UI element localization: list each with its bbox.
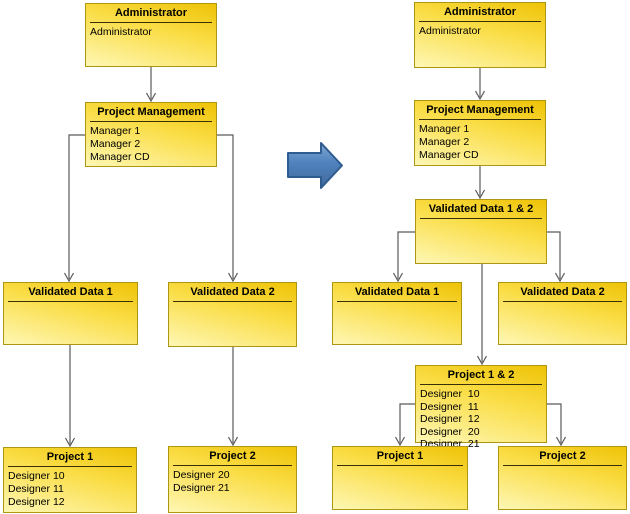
node-title: Project 1 & 2: [447, 369, 515, 381]
node-title: Project 2: [539, 450, 586, 462]
node-title: Project 1: [376, 450, 424, 462]
node-title: Project 2: [209, 450, 256, 462]
arrowhead-icon: [474, 189, 486, 200]
title-underline: [503, 301, 622, 302]
member-label: Designer 11: [420, 400, 479, 413]
arrowhead-icon: [474, 90, 486, 101]
title-underline: [337, 301, 457, 302]
arrowhead-icon: [554, 272, 566, 283]
title-underline: [8, 301, 133, 302]
member-label: Manager 1: [419, 123, 470, 135]
node-item-list: Manager 1 Manager 2 Manager CD: [86, 124, 216, 164]
member-label: Manager CD: [90, 151, 150, 163]
node-item-list: Manager 1 Manager 2 Manager CD: [415, 122, 545, 162]
member-label: Designer 20: [420, 425, 480, 438]
member-label: Designer 10: [420, 388, 480, 400]
member-label: Administrator: [90, 26, 152, 38]
member-label: Designer 12: [420, 413, 480, 425]
connector-vd12-to-vd1-after: [397, 231, 415, 279]
node-title: Validated Data 2: [520, 286, 605, 298]
node-administrator-after: Administrator Administrator: [414, 2, 546, 68]
arrowhead-icon: [145, 92, 157, 103]
node-title: Administrator: [114, 7, 188, 19]
node-project-management-before: Project Management Manager 1 Manager 2 M…: [85, 102, 217, 167]
member-label: Designer 12: [8, 496, 65, 508]
title-underline: [419, 21, 541, 22]
connector-p12-to-p2-after: [547, 403, 562, 443]
arrowhead-icon: [63, 272, 75, 283]
node-item-list: [4, 304, 137, 305]
node-item-list: [169, 304, 296, 305]
title-underline: [420, 218, 542, 219]
node-item-list: [333, 304, 461, 305]
member-label: Manager 1: [90, 125, 141, 137]
member-label: Manager 2: [90, 138, 141, 150]
node-project-2-before: Project 2 Designer 20 Designer 21: [168, 446, 297, 513]
arrowhead-icon: [227, 272, 239, 283]
title-underline: [8, 466, 132, 467]
arrowhead-icon: [394, 436, 406, 447]
title-underline: [90, 22, 212, 23]
node-project-management-after: Project Management Manager 1 Manager 2 M…: [414, 100, 546, 166]
node-title: Project Management: [97, 106, 205, 118]
node-title: Validated Data 1: [354, 286, 440, 298]
title-underline: [90, 121, 212, 122]
node-validated-data-2-after: Validated Data 2: [498, 282, 627, 345]
member-label: Administrator: [419, 25, 481, 37]
connector-p12-to-p1-after: [399, 403, 415, 443]
title-underline: [419, 119, 541, 120]
member-label: Designer 21: [173, 482, 230, 494]
node-project-1-after: Project 1: [332, 446, 468, 510]
node-project-2-after: Project 2: [498, 446, 627, 510]
arrowhead-icon: [227, 436, 239, 447]
title-underline: [337, 465, 463, 466]
big-right-arrow-icon: [287, 142, 343, 189]
node-item-list: Designer 10 Designer 11 Designer 12: [4, 469, 136, 509]
title-underline: [173, 301, 292, 302]
node-project-1-and-2-after: Project 1 & 2 Designer 10 Designer 11 De…: [415, 365, 547, 450]
connector-vd12-to-vd2-after: [547, 231, 561, 279]
connector-pm-to-vd2-before: [217, 134, 234, 279]
node-validated-data-1-and-2-after: Validated Data 1 & 2: [415, 199, 547, 264]
title-underline: [420, 384, 542, 385]
node-title: Project Management: [426, 104, 534, 116]
node-item-list: [499, 304, 626, 305]
node-validated-data-2-before: Validated Data 2: [168, 282, 297, 347]
title-underline: [173, 465, 292, 466]
node-title: Validated Data 1 & 2: [428, 203, 534, 215]
node-item-list: [416, 221, 546, 222]
node-item-list: Administrator: [86, 25, 216, 39]
node-title: Validated Data 1: [28, 286, 113, 298]
member-label: Designer 11: [8, 483, 64, 495]
node-item-list: Designer 20 Designer 21: [169, 468, 296, 495]
node-title: Administrator: [443, 6, 517, 18]
title-underline: [503, 465, 622, 466]
member-label: Designer 20: [173, 469, 230, 481]
node-validated-data-1-before: Validated Data 1: [3, 282, 138, 345]
member-label: Designer 10: [8, 470, 65, 482]
node-title: Validated Data 2: [190, 286, 275, 298]
arrowhead-icon: [555, 436, 567, 447]
arrowhead-icon: [392, 272, 404, 283]
arrowhead-icon: [476, 355, 488, 366]
arrowhead-icon: [64, 437, 76, 448]
node-item-list: [499, 468, 626, 469]
node-item-list: [333, 468, 467, 469]
node-item-list: Designer 10 Designer 11 Designer 12 Desi…: [416, 387, 546, 451]
connector-pm-to-vd1-before: [68, 134, 85, 279]
node-project-1-before: Project 1 Designer 10 Designer 11 Design…: [3, 447, 137, 513]
member-label: Manager CD: [419, 149, 479, 161]
member-label: Manager 2: [419, 136, 470, 148]
node-item-list: Administrator: [415, 24, 545, 38]
node-title: Project 1: [46, 451, 94, 463]
node-validated-data-1-after: Validated Data 1: [332, 282, 462, 345]
node-administrator-before: Administrator Administrator: [85, 3, 217, 67]
